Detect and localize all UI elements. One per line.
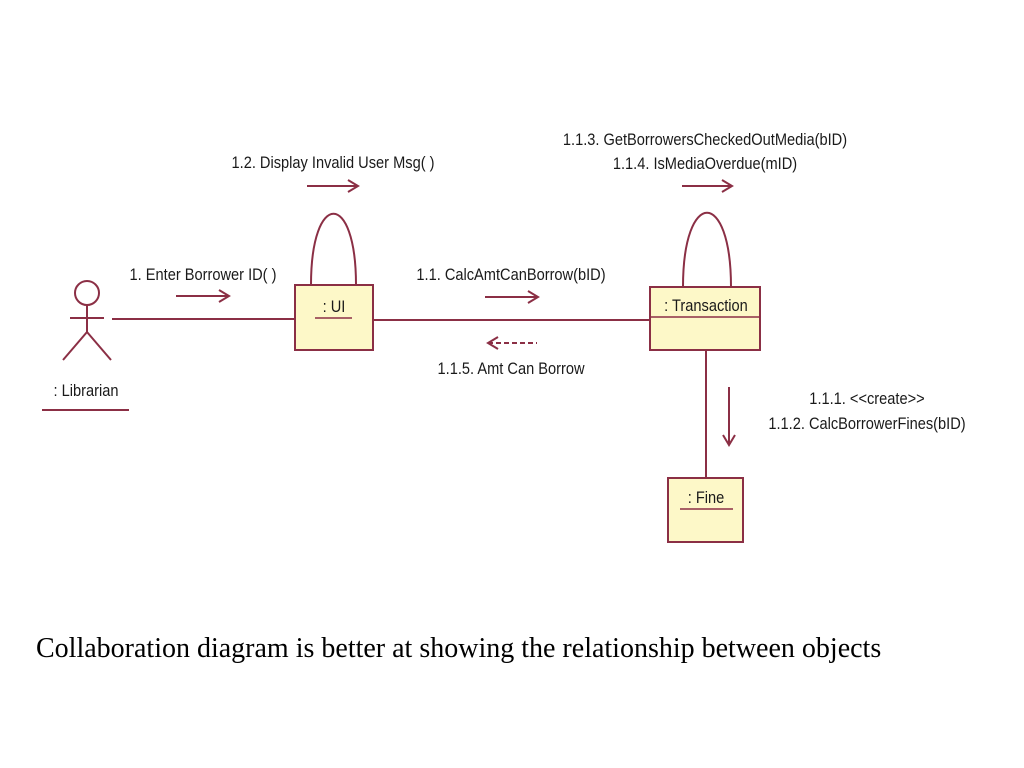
actor-name: : Librarian (54, 382, 119, 400)
message-1-1-2-label: 1.1.2. CalcBorrowerFines(bID) (768, 415, 965, 433)
message-1-1-4-label: 1.1.4. IsMediaOverdue(mID) (613, 155, 797, 173)
actor-left-leg (62, 331, 88, 361)
message-1-label: 1. Enter Borrower ID( ) (130, 266, 277, 284)
fine-object-label: : Fine (688, 489, 725, 507)
actor-head (74, 280, 100, 306)
self-link-transaction (682, 211, 732, 288)
message-1-1-5-arrow (486, 336, 537, 350)
message-1-1-3-label: 1.1.3. GetBorrowersCheckedOutMedia(bID) (563, 131, 847, 149)
collaboration-diagram: : Librarian : UI : Transaction : Fine 1.… (42, 131, 966, 543)
fine-object-box (667, 477, 744, 543)
actor-right-leg (86, 331, 112, 361)
librarian-actor: : Librarian (42, 280, 129, 411)
transaction-object-box (649, 286, 761, 351)
fine-object: : Fine (667, 477, 744, 543)
message-1-1-5-label: 1.1.5. Amt Can Borrow (438, 360, 585, 378)
transaction-object: : Transaction (649, 286, 761, 351)
message-1-1-3-arrow (682, 179, 734, 193)
ui-object-label: : UI (323, 298, 346, 316)
transaction-object-label: : Transaction (664, 297, 748, 315)
ui-object-box (294, 284, 374, 351)
message-1-arrow (176, 289, 231, 303)
message-1-1-1-label: 1.1.1. <<create>> (809, 390, 924, 408)
ui-object: : UI (294, 284, 374, 351)
message-1-1-label: 1.1. CalcAmtCanBorrow(bID) (416, 266, 605, 284)
message-1-1-1-arrow (722, 387, 736, 447)
message-1-1-arrow (485, 290, 540, 304)
message-1-2-arrow (307, 179, 360, 193)
message-1-2-label: 1.2. Display Invalid User Msg( ) (232, 154, 435, 172)
self-link-ui (310, 212, 357, 286)
caption: Collaboration diagram is better at showi… (36, 633, 882, 664)
